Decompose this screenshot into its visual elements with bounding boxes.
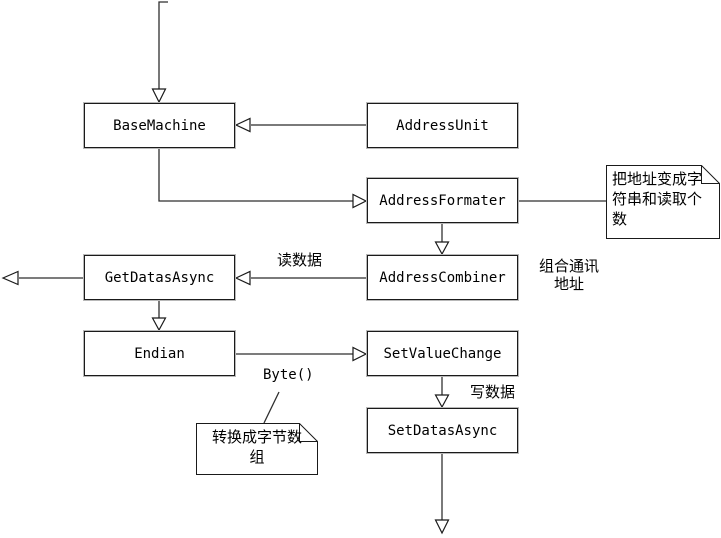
edge-setvaluechange-to-setdatasasync — [434, 377, 450, 409]
node-addressunit[interactable]: AddressUnit — [367, 103, 518, 148]
note-shape-icon — [606, 165, 720, 239]
node-getdatasasync[interactable]: GetDatasAsync — [84, 255, 235, 300]
edge-setdatasasync-to-bottom — [434, 453, 450, 535]
note-text-line: 组 — [249, 448, 265, 466]
edge-basemachine-to-addressformater — [158, 148, 368, 209]
note-text: 把地址变成字 符串和读取个 数 — [606, 165, 720, 229]
edge-label-byte-call: Byte() — [263, 367, 314, 383]
note-text-line: 数 — [612, 210, 628, 228]
arrowhead-down-icon — [151, 317, 167, 332]
edge-addressunit-to-basemachine — [234, 117, 367, 133]
note-text-line: 把地址变成字 — [612, 170, 703, 188]
edge-addressformater-to-addresscombiner — [434, 224, 450, 256]
edge-endian-to-setvaluechange — [236, 346, 368, 362]
node-label: GetDatasAsync — [104, 269, 215, 286]
note-address-format[interactable]: 把地址变成字 符串和读取个 数 — [606, 165, 720, 239]
node-setdatasasync[interactable]: SetDatasAsync — [367, 408, 518, 453]
arrowhead-down-icon — [434, 519, 450, 535]
node-setvaluechange[interactable]: SetValueChange — [367, 331, 518, 376]
arrowhead-right-icon — [352, 346, 368, 362]
edge-line — [158, 148, 353, 202]
arrowhead-left-icon — [234, 270, 251, 286]
note-text-line: 符串和读取个 — [612, 190, 703, 208]
node-basemachine[interactable]: BaseMachine — [84, 103, 235, 148]
edge-label-read-data: 读数据 — [277, 251, 323, 269]
node-label: SetDatasAsync — [387, 422, 498, 439]
arrowhead-right-icon — [352, 193, 368, 209]
node-endian[interactable]: Endian — [84, 331, 235, 376]
edge-note-to-byte — [263, 391, 280, 424]
edge-line — [263, 391, 280, 424]
edge-label-line: 地址 — [553, 275, 584, 293]
node-label: AddressFormater — [379, 192, 506, 209]
node-label: BaseMachine — [113, 117, 206, 134]
node-label: SetValueChange — [383, 345, 502, 362]
note-shape-icon — [196, 423, 318, 475]
arrowhead-down-icon — [434, 241, 450, 256]
arrowhead-down-icon — [434, 394, 450, 409]
node-label: AddressUnit — [396, 117, 489, 134]
edge-label-combine-address: 组合通讯 地址 — [535, 257, 603, 293]
node-label: AddressCombiner — [379, 269, 506, 286]
edge-getdatasasync-to-endian — [151, 301, 167, 332]
arrowhead-down-icon — [151, 88, 167, 104]
node-addresscombiner[interactable]: AddressCombiner — [367, 255, 518, 300]
note-text: 转换成字节数 组 — [196, 423, 318, 467]
edge-label-write-data: 写数据 — [470, 383, 516, 401]
edge-addresscombiner-to-getdatasasync — [234, 270, 367, 286]
arrowhead-left-icon — [1, 270, 19, 286]
edge-line — [158, 1, 168, 89]
arrowhead-left-icon — [234, 117, 251, 133]
note-byte-array[interactable]: 转换成字节数 组 — [196, 423, 318, 475]
edge-label-line: 组合通讯 — [538, 257, 599, 275]
edge-getdatasasync-to-left — [1, 270, 84, 286]
note-text-line: 转换成字节数 — [211, 428, 302, 446]
node-label: Endian — [134, 345, 185, 362]
node-addressformater[interactable]: AddressFormater — [367, 178, 518, 223]
edge-top-into-basemachine — [151, 1, 168, 104]
